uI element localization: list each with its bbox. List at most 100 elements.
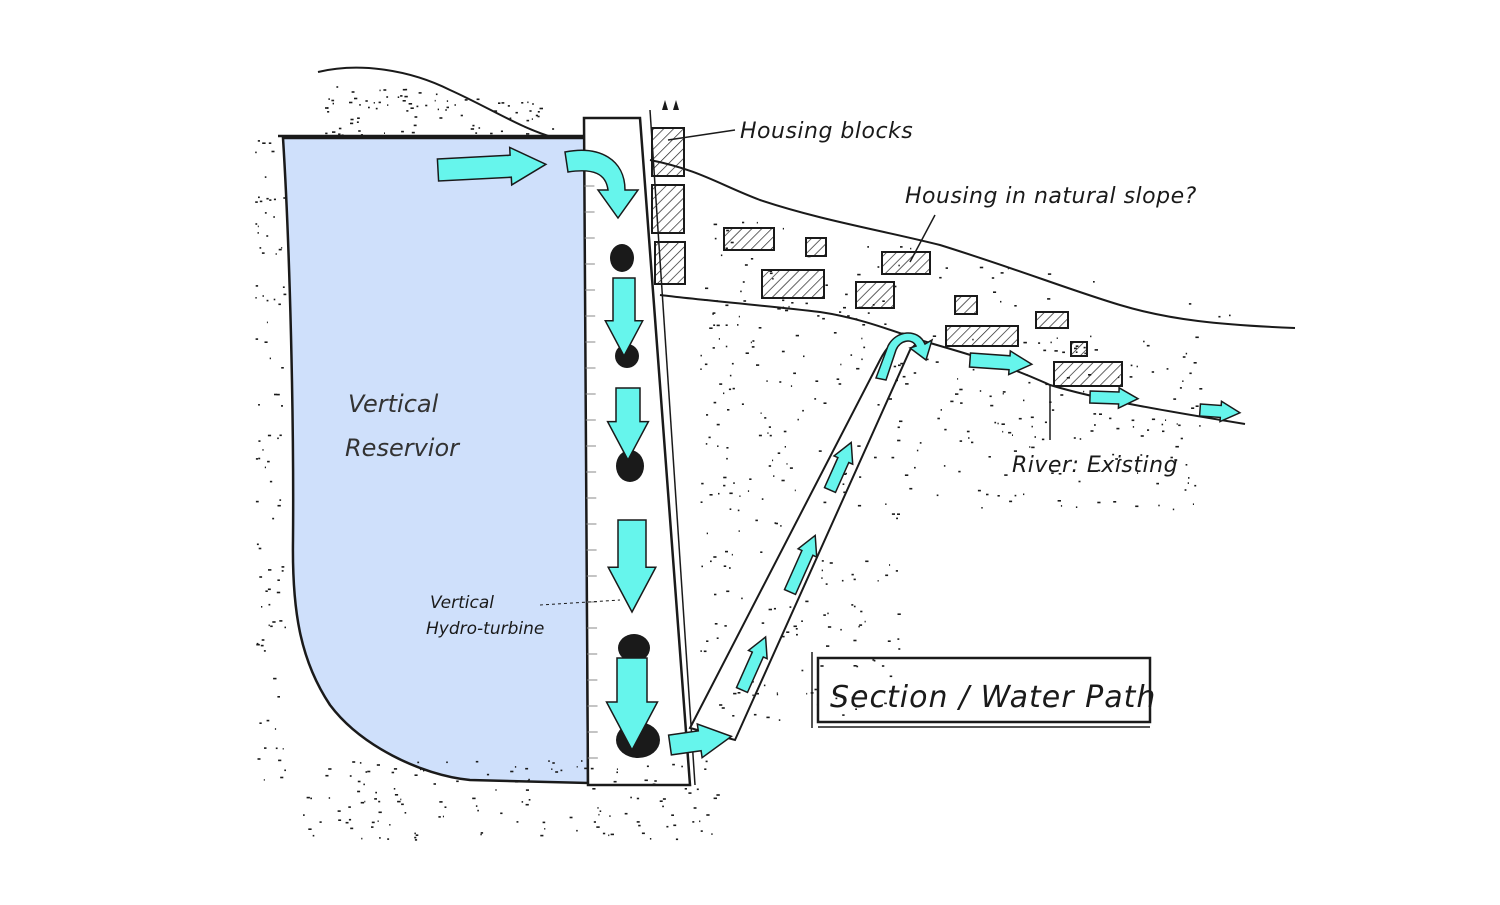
- stipple-dot: [389, 824, 391, 826]
- stipple-dot: [278, 759, 282, 762]
- stipple-dot: [862, 324, 866, 326]
- stipple-dot: [1054, 350, 1058, 352]
- stipple-dot: [521, 102, 524, 104]
- stipple-dot: [268, 142, 272, 144]
- stipple-dot: [823, 402, 827, 404]
- stipple-dot: [1051, 409, 1055, 411]
- stipple-dot: [357, 780, 361, 783]
- down-arrow: [606, 519, 658, 614]
- stipple-dot: [354, 97, 358, 100]
- stipple-dot: [716, 794, 720, 796]
- stipple-dot: [986, 493, 989, 496]
- stipple-dot: [1115, 458, 1118, 460]
- stipple-dot: [855, 708, 857, 710]
- stipple-dot: [1131, 419, 1135, 422]
- stipple-dot: [716, 324, 720, 327]
- section-title: Section / Water Path: [830, 680, 1156, 715]
- stipple-dot: [1012, 434, 1013, 436]
- stipple-dot: [445, 109, 447, 111]
- stipple-dot: [733, 482, 735, 484]
- stipple-dot: [401, 130, 404, 133]
- stipple-dot: [898, 364, 901, 367]
- stipple-dot: [795, 628, 798, 630]
- stipple-dot: [760, 551, 763, 553]
- stipple-dot: [437, 108, 439, 111]
- stipple-dot: [786, 463, 788, 465]
- stipple-dot: [444, 806, 447, 808]
- stipple-dot: [769, 270, 773, 272]
- stipple-dot: [763, 684, 766, 687]
- stipple-dot: [408, 103, 413, 105]
- stipple-dot: [263, 650, 266, 652]
- stipple-dot: [325, 107, 329, 109]
- stipple-dot: [713, 223, 718, 226]
- stipple-dot: [840, 363, 842, 366]
- stipple-dot: [569, 816, 573, 819]
- stipple-dot: [1060, 505, 1063, 507]
- stipple-dot: [1088, 374, 1092, 376]
- stipple-dot: [845, 472, 847, 475]
- stipple-dot: [360, 801, 365, 804]
- stipple-dot: [700, 368, 702, 370]
- stipple-dot: [411, 131, 415, 134]
- stipple-dot: [981, 507, 983, 509]
- stipple-dot: [796, 633, 798, 636]
- stipple-dot: [910, 247, 912, 250]
- stipple-dot: [897, 613, 901, 615]
- stipple-dot: [899, 420, 903, 423]
- stipple-dot: [644, 779, 648, 782]
- stipple-dot: [966, 430, 970, 433]
- stipple-dot: [774, 522, 777, 524]
- stipple-dot: [528, 799, 531, 801]
- stipple-dot: [542, 821, 546, 824]
- label-turbine-1: Vertical: [430, 593, 494, 613]
- housing-blocks-leader: [667, 129, 736, 141]
- up-pipe-arrow: [823, 441, 854, 494]
- stipple-dot: [525, 767, 529, 770]
- stipple-dot: [714, 593, 717, 596]
- stipple-dot: [268, 603, 271, 606]
- stipple-dot: [823, 501, 827, 504]
- stipple-dot: [943, 465, 946, 467]
- stipple-dot: [884, 323, 887, 325]
- stipple-dot: [478, 127, 481, 129]
- stipple-dot: [877, 404, 880, 406]
- stipple-dot: [979, 390, 982, 392]
- stipple-dot: [257, 225, 259, 228]
- stipple-dot: [258, 404, 260, 406]
- stipple-dot: [874, 456, 877, 459]
- stipple-dot: [843, 306, 846, 309]
- stipple-dot: [267, 588, 271, 591]
- stipple-dot: [405, 88, 408, 91]
- stipple-dot: [1176, 423, 1178, 425]
- stipple-dot: [919, 442, 922, 444]
- stipple-dot: [312, 834, 315, 837]
- stipple-dot: [772, 459, 774, 462]
- stipple-dot: [263, 779, 265, 781]
- stipple-dot: [332, 102, 334, 105]
- stipple-dot: [477, 809, 479, 812]
- stipple-dot: [264, 466, 266, 469]
- stipple-dot: [851, 696, 854, 699]
- stipple-dot: [709, 327, 713, 329]
- stipple-dot: [713, 401, 717, 404]
- stipple-dot: [283, 293, 287, 296]
- stipple-dot: [540, 834, 544, 837]
- stipple-dot: [847, 315, 850, 317]
- stipple-dot: [821, 577, 823, 579]
- stipple-dot: [1007, 267, 1009, 270]
- stipple-dot: [729, 374, 732, 377]
- stipple-dot: [596, 826, 600, 828]
- stipple-dot: [336, 86, 339, 88]
- stipple-dot: [955, 393, 959, 395]
- stipple-dot: [1013, 450, 1017, 452]
- stipple-dot: [1112, 453, 1115, 456]
- stipple-dot: [495, 789, 497, 791]
- stipple-dot: [1116, 427, 1120, 430]
- stipple-dot: [851, 604, 854, 606]
- stipple-dot: [855, 318, 858, 320]
- stipple-dot: [415, 834, 419, 836]
- stipple-dot: [794, 489, 796, 492]
- stipple-dot: [889, 398, 892, 400]
- stipple-dot: [417, 761, 420, 764]
